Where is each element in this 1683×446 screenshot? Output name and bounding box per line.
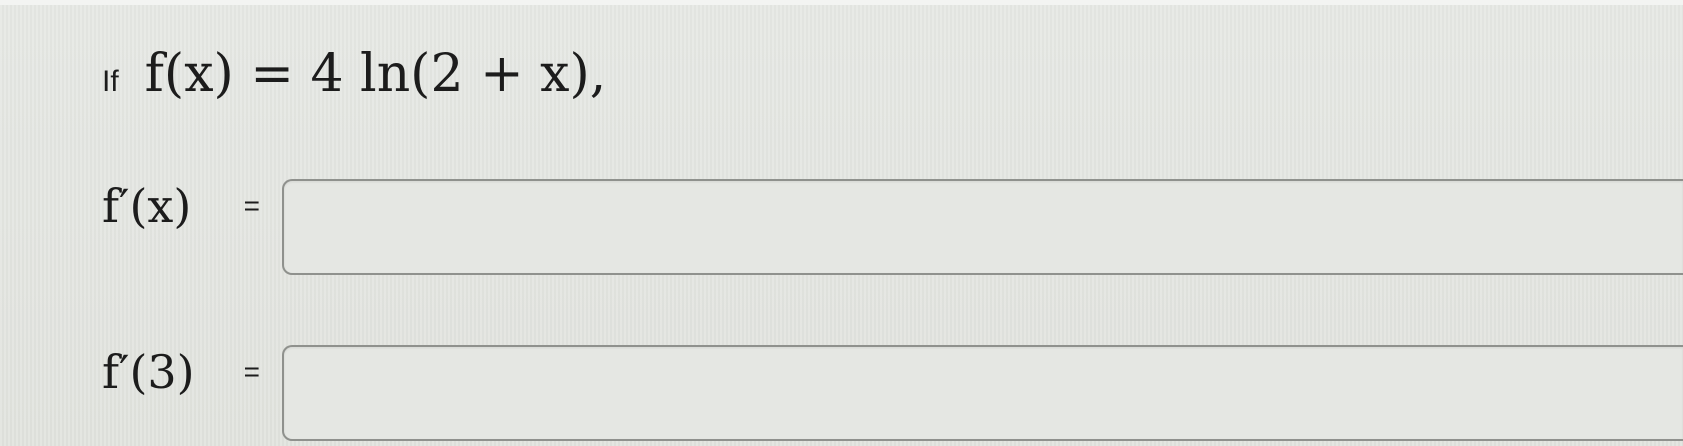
derivative-at-3-answer-box[interactable]: [282, 345, 1683, 441]
answer-label-derivative-at-3: f′(3) =: [102, 345, 260, 399]
question-statement: If f(x) = 4 ln(2 + x),: [102, 44, 606, 104]
answer-label-derivative: f′(x) =: [102, 179, 260, 233]
derivative-label: f′(x): [102, 179, 192, 233]
function-expression: f(x) = 4 ln(2 + x),: [144, 44, 607, 104]
question-prefix: If: [102, 65, 119, 98]
answer-row-derivative: f′(x) =: [102, 179, 260, 233]
derivative-at-3-answer-input[interactable]: [284, 347, 1683, 439]
derivative-at-3-label: f′(3): [102, 345, 195, 399]
equals-sign: =: [243, 356, 260, 387]
equals-sign: =: [243, 190, 260, 221]
derivative-answer-box[interactable]: [282, 179, 1683, 275]
derivative-answer-input[interactable]: [284, 181, 1683, 273]
answer-row-derivative-at-3: f′(3) =: [102, 345, 260, 399]
page-top-edge: [0, 0, 1683, 5]
